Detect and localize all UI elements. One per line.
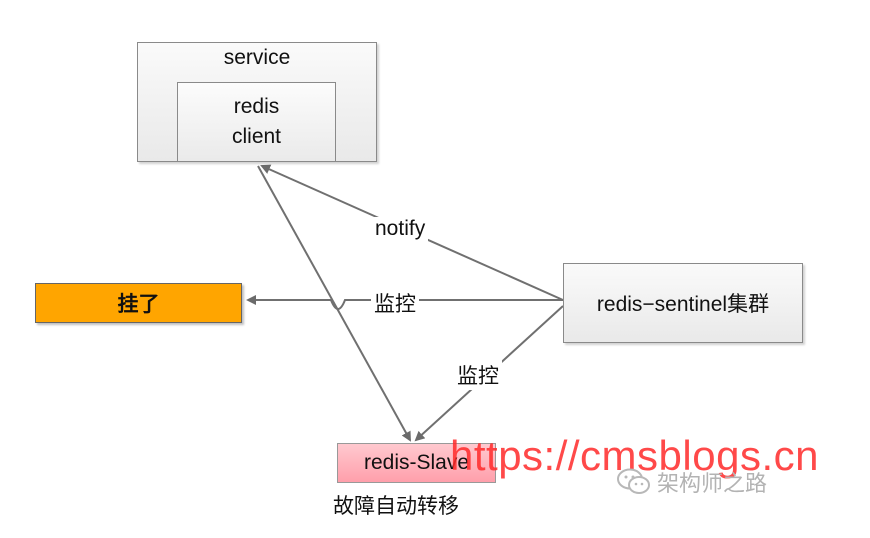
watermark-wechat-text: 架构师之路 xyxy=(657,471,768,496)
down-master-label: 挂了 xyxy=(117,293,160,316)
notify-edge-label: notify xyxy=(372,217,429,241)
redis-client-line2: client xyxy=(231,125,282,148)
monitor-master-edge-label: 监控 xyxy=(371,288,419,318)
redis-sentinel-node: redis−sentinel集群 xyxy=(563,263,803,343)
watermark-wechat: 架构师之路 xyxy=(617,466,767,498)
watermark-url: https://cmsblogs.cn xyxy=(450,432,819,479)
redis-slave-label: redis-Slave xyxy=(363,451,470,474)
redis-client-node: redis client xyxy=(177,82,336,162)
client-to-slave-arrow xyxy=(257,165,411,442)
redis-client-line1: redis xyxy=(233,95,280,118)
down-master-node: 挂了 xyxy=(35,283,242,323)
wechat-icon xyxy=(617,468,651,496)
redis-sentinel-label: redis−sentinel集群 xyxy=(596,293,770,316)
monitor-master-arrow xyxy=(246,295,563,310)
monitor-slave-edge-label: 监控 xyxy=(454,360,502,390)
redis-slave-node: redis-Slave xyxy=(337,443,496,483)
failover-label: 故障自动转移 xyxy=(333,495,459,518)
service-label: service xyxy=(223,46,291,69)
